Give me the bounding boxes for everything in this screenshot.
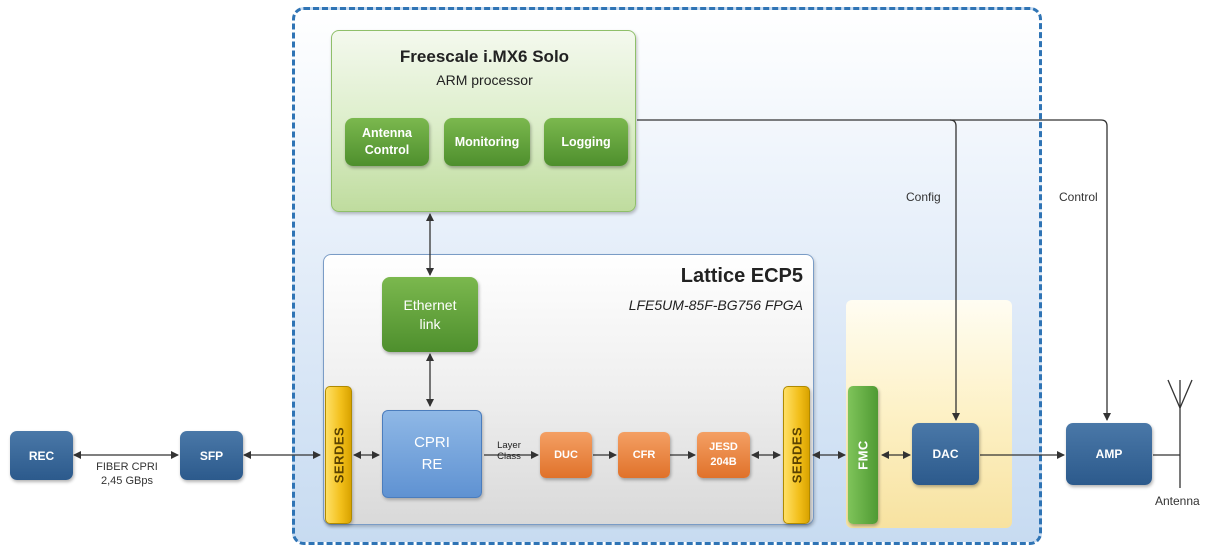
arm-title: Freescale i.MX6 Solo (399, 47, 570, 66)
cfr-block: CFR (618, 432, 670, 478)
serdes-right: SERDES (783, 386, 810, 524)
jesd-204b-block: JESD 204B (697, 432, 750, 478)
logging-module: Logging (544, 118, 628, 166)
fiber-cpri-label: FIBER CPRI 2,45 GBps (96, 461, 158, 487)
layer-class-label: Layer Class (497, 440, 521, 463)
dac-block: DAC (912, 423, 979, 485)
config-label: Config (906, 190, 941, 204)
antenna-control-module: Antenna Control (345, 118, 429, 166)
fpga-subtitle: LFE5UM-85F-BG756 FPGA (628, 297, 803, 313)
ethernet-link-block: Ethernet link (382, 277, 478, 352)
fpga-title: Lattice ECP5 (680, 265, 803, 287)
control-line (950, 119, 1111, 421)
amp-block: AMP (1066, 423, 1152, 485)
sfp-block: SFP (180, 431, 243, 480)
duc-block: DUC (540, 432, 592, 478)
fmc-label: FMC (855, 440, 871, 470)
serdes-right-label: SERDES (789, 426, 804, 484)
rec-block: REC (10, 431, 73, 480)
arm-subtitle: ARM processor (436, 72, 533, 88)
serdes-left: SERDES (325, 386, 352, 524)
serdes-left-label: SERDES (331, 426, 346, 484)
cpri-re-block: CPRI RE (382, 410, 482, 498)
fmc-block: FMC (848, 386, 878, 524)
control-label: Control (1059, 190, 1098, 204)
config-line (637, 119, 960, 421)
antenna-label: Antenna (1155, 494, 1200, 508)
monitoring-module: Monitoring (444, 118, 530, 166)
arm-processor-block: Freescale i.MX6 Solo ARM processor Anten… (331, 30, 636, 212)
